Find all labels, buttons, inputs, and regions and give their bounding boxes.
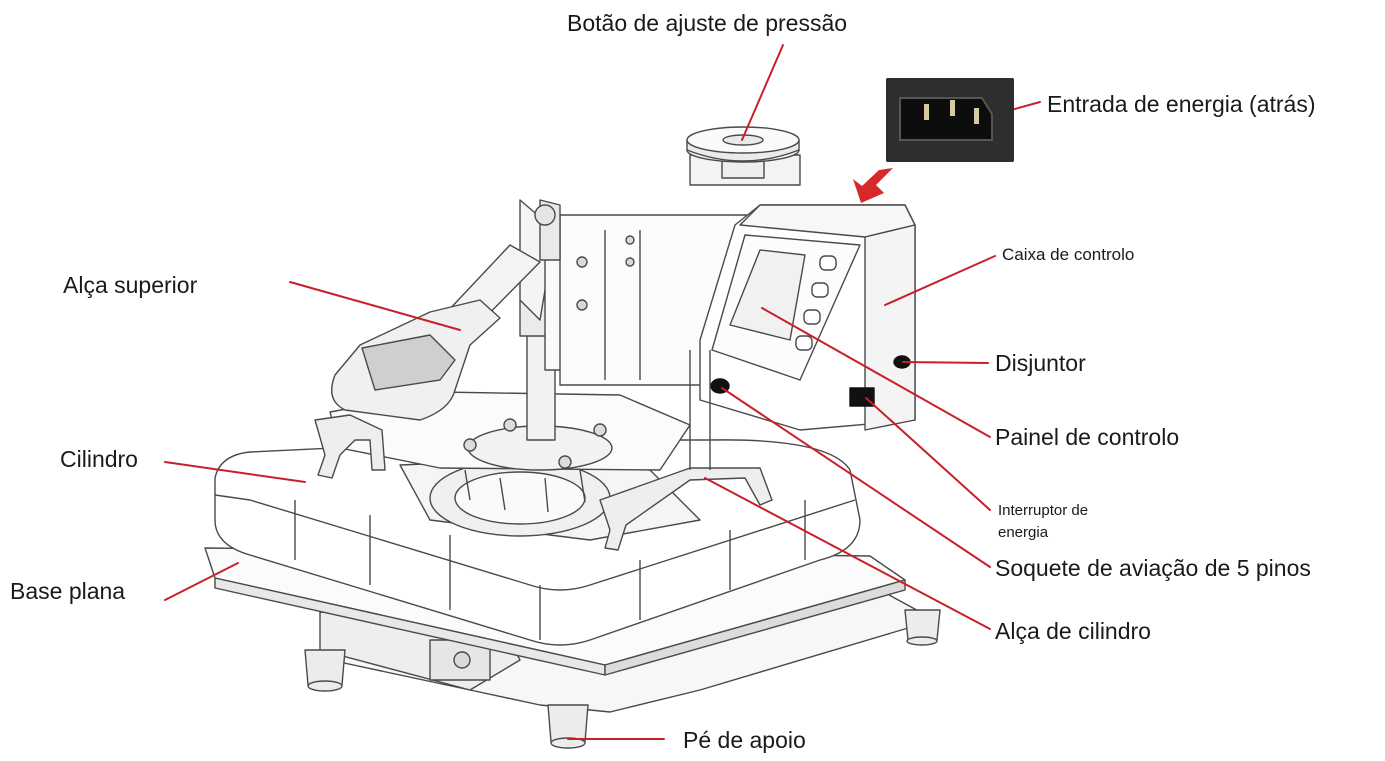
leader-cylinder <box>164 461 306 483</box>
label-breaker: Disjuntor <box>995 350 1086 376</box>
leader-control-box <box>884 255 996 306</box>
leader-breaker <box>902 361 989 364</box>
leader-aviation-socket <box>721 387 991 568</box>
label-pressure-knob: Botão de ajuste de pressão <box>567 10 848 36</box>
label-flat-base: Base plana <box>10 578 126 604</box>
machine-illustration <box>204 126 941 749</box>
cylinder-handle <box>314 414 773 551</box>
control-box <box>689 204 916 470</box>
leader-lines <box>164 44 1041 740</box>
label-power-inlet: Entrada de energia (atrás) <box>1047 91 1316 117</box>
label-upper-handle: Alça superior <box>63 272 198 298</box>
label-power-switch-line2: energia <box>998 524 1049 541</box>
label-control-box: Caixa de controlo <box>1002 245 1135 264</box>
leader-cylinder-handle <box>704 477 991 630</box>
leader-pressure-knob <box>741 44 784 141</box>
power-inlet-icon <box>886 78 1014 162</box>
cylinder <box>214 439 861 646</box>
label-control-panel: Painel de controlo <box>995 424 1180 450</box>
power-inlet-photo <box>886 78 1014 162</box>
leader-control-panel <box>761 307 991 438</box>
leader-flat-base <box>164 562 239 601</box>
label-cylinder-handle: Alça de cilindro <box>995 618 1151 644</box>
leader-upper-handle <box>289 281 461 331</box>
label-cylinder: Cilindro <box>60 446 138 472</box>
label-power-switch-line1: Interruptor de <box>998 502 1089 519</box>
arrow-icon <box>853 168 893 203</box>
leader-power-switch <box>865 397 991 511</box>
label-aviation-socket: Soquete de aviação de 5 pinos <box>995 555 1311 581</box>
label-support-foot: Pé de apoio <box>683 727 806 753</box>
